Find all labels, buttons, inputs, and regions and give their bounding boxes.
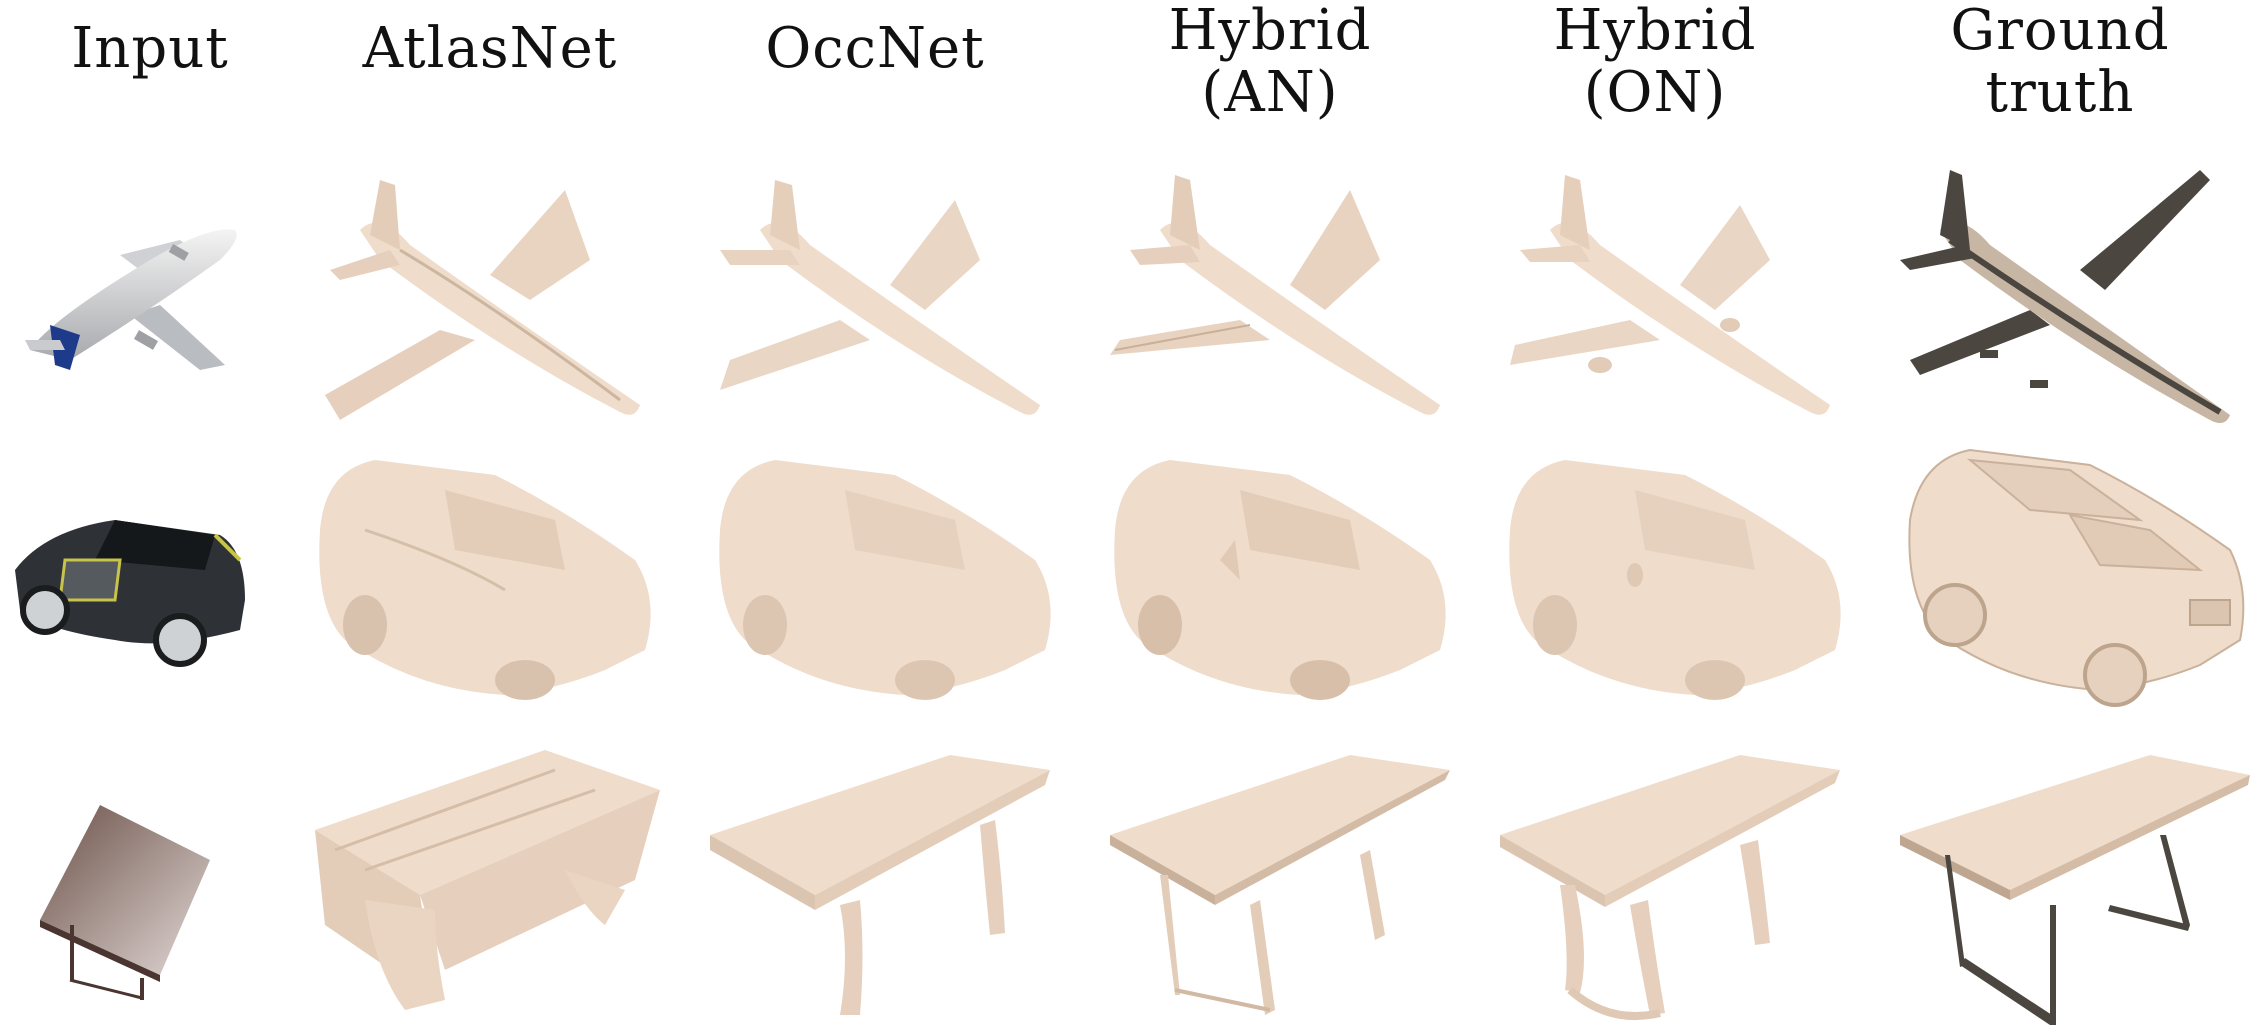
hybrid-an-airplane-mesh — [1100, 150, 1460, 420]
atlasnet-car-mesh — [305, 450, 665, 710]
occnet-table-mesh — [700, 755, 1060, 1030]
input-car-image — [5, 490, 255, 670]
atlasnet-table-mesh — [305, 750, 665, 1030]
ground-truth-car-mesh — [1900, 440, 2260, 720]
hybrid-on-airplane-mesh — [1490, 150, 1850, 420]
hybrid-on-car-mesh — [1495, 450, 1855, 710]
occnet-airplane-mesh — [700, 150, 1060, 420]
column-title-occnet: OccNet — [765, 16, 985, 81]
results-grid — [0, 130, 2260, 1030]
hybrid-an-table-mesh — [1100, 755, 1460, 1030]
column-title-hybrid-an: Hybrid (AN) — [1168, 0, 1372, 125]
column-title-input: Input — [71, 16, 229, 81]
column-title-ground-truth: Ground truth — [1950, 0, 2170, 125]
atlasnet-airplane-mesh — [300, 150, 660, 420]
ground-truth-table-mesh — [1890, 755, 2260, 1030]
input-airplane-image — [10, 200, 280, 380]
column-title-hybrid-on: Hybrid (ON) — [1553, 0, 1757, 125]
occnet-car-mesh — [705, 450, 1065, 710]
ground-truth-airplane-mesh — [1880, 150, 2260, 430]
column-header: Input AtlasNet OccNet Hybrid (AN) Hybrid… — [0, 0, 2260, 130]
input-table-image — [30, 800, 230, 1000]
column-title-atlasnet: AtlasNet — [362, 16, 618, 81]
hybrid-on-table-mesh — [1490, 755, 1850, 1030]
hybrid-an-car-mesh — [1100, 450, 1460, 710]
